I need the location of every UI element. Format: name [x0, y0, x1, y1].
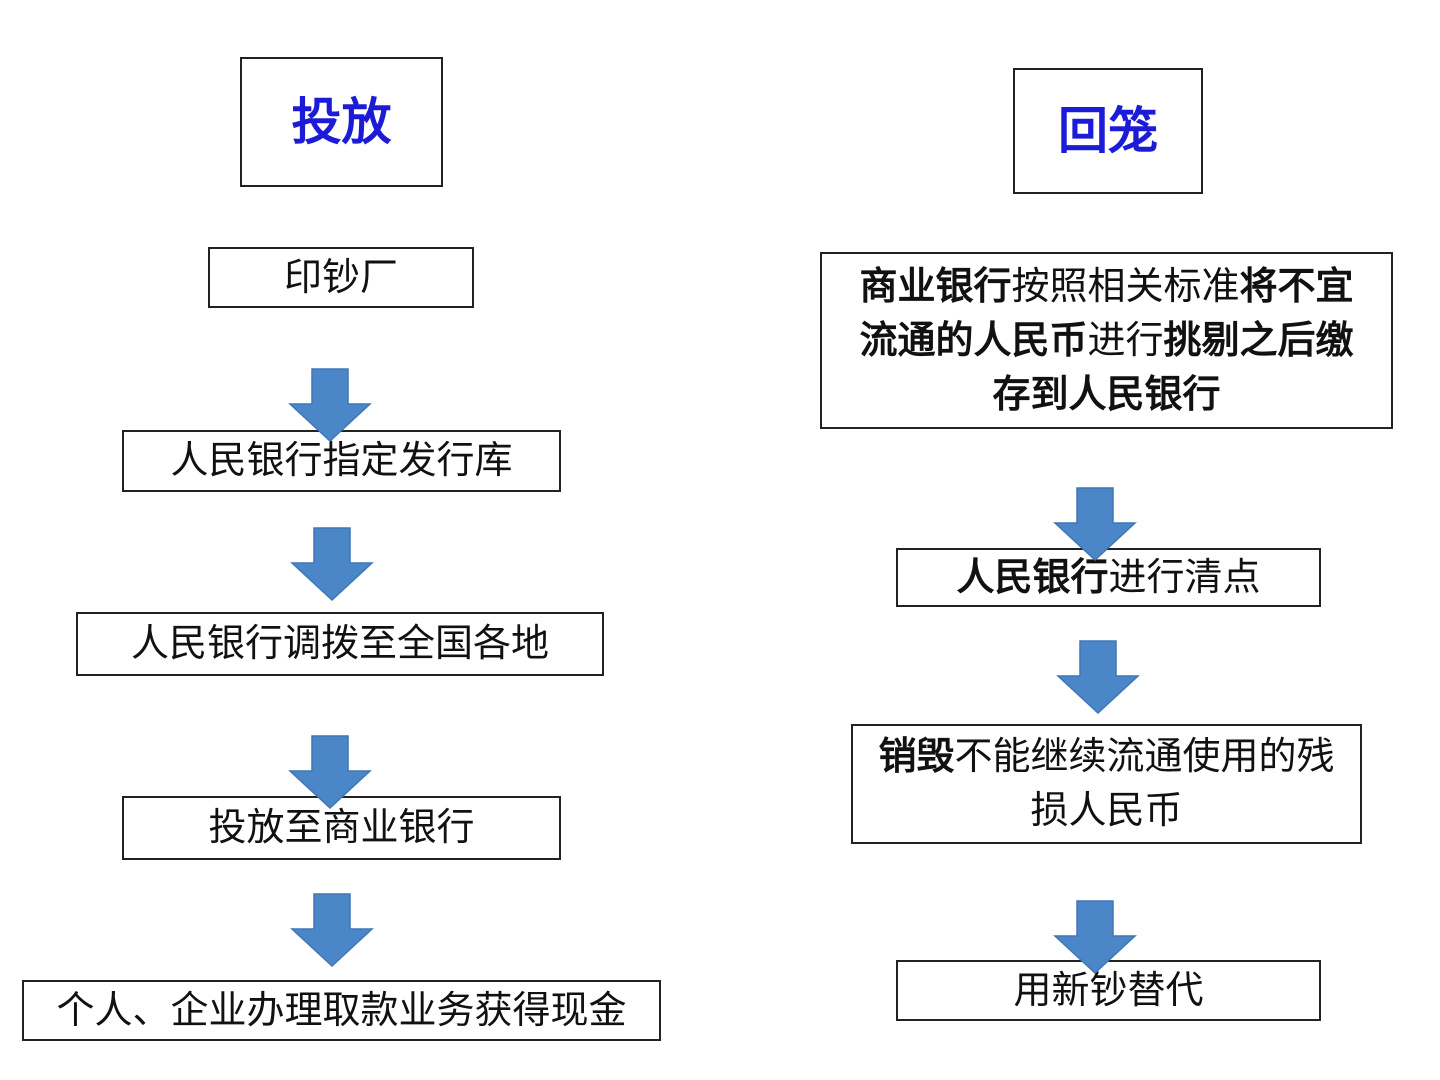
title-recall-label: 回笼 — [1058, 103, 1158, 159]
text-segment: 商业银行 — [859, 265, 1012, 308]
title-recall: 回笼 — [1013, 68, 1203, 194]
step-label: 用新钞替代 — [1013, 969, 1204, 1012]
text-segment: 挑剔之后缴存到人民银行 — [992, 319, 1354, 416]
step-issue-vault: 人民银行指定发行库 — [122, 430, 561, 492]
text-segment: 进行 — [1087, 319, 1164, 362]
down-arrow-icon — [288, 368, 372, 443]
step-label: 个人、企业办理取款业务获得现金 — [56, 989, 627, 1032]
step-allocate: 人民银行调拨至全国各地 — [76, 612, 604, 676]
text-segment: 人民银行 — [956, 556, 1109, 599]
down-arrow-icon — [1053, 487, 1137, 562]
step-withdraw: 个人、企业办理取款业务获得现金 — [22, 980, 661, 1041]
text-segment: 销毁 — [878, 736, 955, 778]
text-segment: 按照相关标准 — [1011, 265, 1240, 308]
step-mint: 印钞厂 — [208, 247, 474, 308]
text-segment: 将不宜流通的人民币 — [859, 265, 1354, 362]
down-arrow-icon — [290, 527, 374, 602]
step-label: 人民银行调拨至全国各地 — [130, 623, 549, 665]
step-deposit: 商业银行按照相关标准将不宜流通的人民币进行挑剔之后缴存到人民银行 — [820, 252, 1393, 429]
step-label: 人民银行进行清点 — [956, 551, 1260, 605]
title-issue: 投放 — [240, 57, 443, 187]
down-arrow-icon — [1056, 640, 1140, 715]
down-arrow-icon — [1053, 900, 1137, 975]
title-issue-label: 投放 — [291, 94, 392, 150]
step-destroy: 销毁不能继续流通使用的残损人民币 — [851, 724, 1362, 844]
step-label: 人民银行指定发行库 — [170, 440, 513, 482]
step-label: 印钞厂 — [283, 256, 398, 299]
step-label: 销毁不能继续流通使用的残损人民币 — [867, 730, 1346, 838]
step-count: 人民银行进行清点 — [896, 548, 1321, 607]
step-label: 投放至商业银行 — [208, 807, 475, 849]
step-label: 商业银行按照相关标准将不宜流通的人民币进行挑剔之后缴存到人民银行 — [852, 260, 1361, 422]
down-arrow-icon — [288, 735, 372, 810]
text-segment: 进行清点 — [1108, 556, 1261, 599]
step-replace: 用新钞替代 — [896, 960, 1321, 1021]
down-arrow-icon — [290, 893, 374, 968]
step-commercial-bank: 投放至商业银行 — [122, 796, 561, 860]
text-segment: 不能继续流通使用的残损人民币 — [954, 736, 1335, 832]
